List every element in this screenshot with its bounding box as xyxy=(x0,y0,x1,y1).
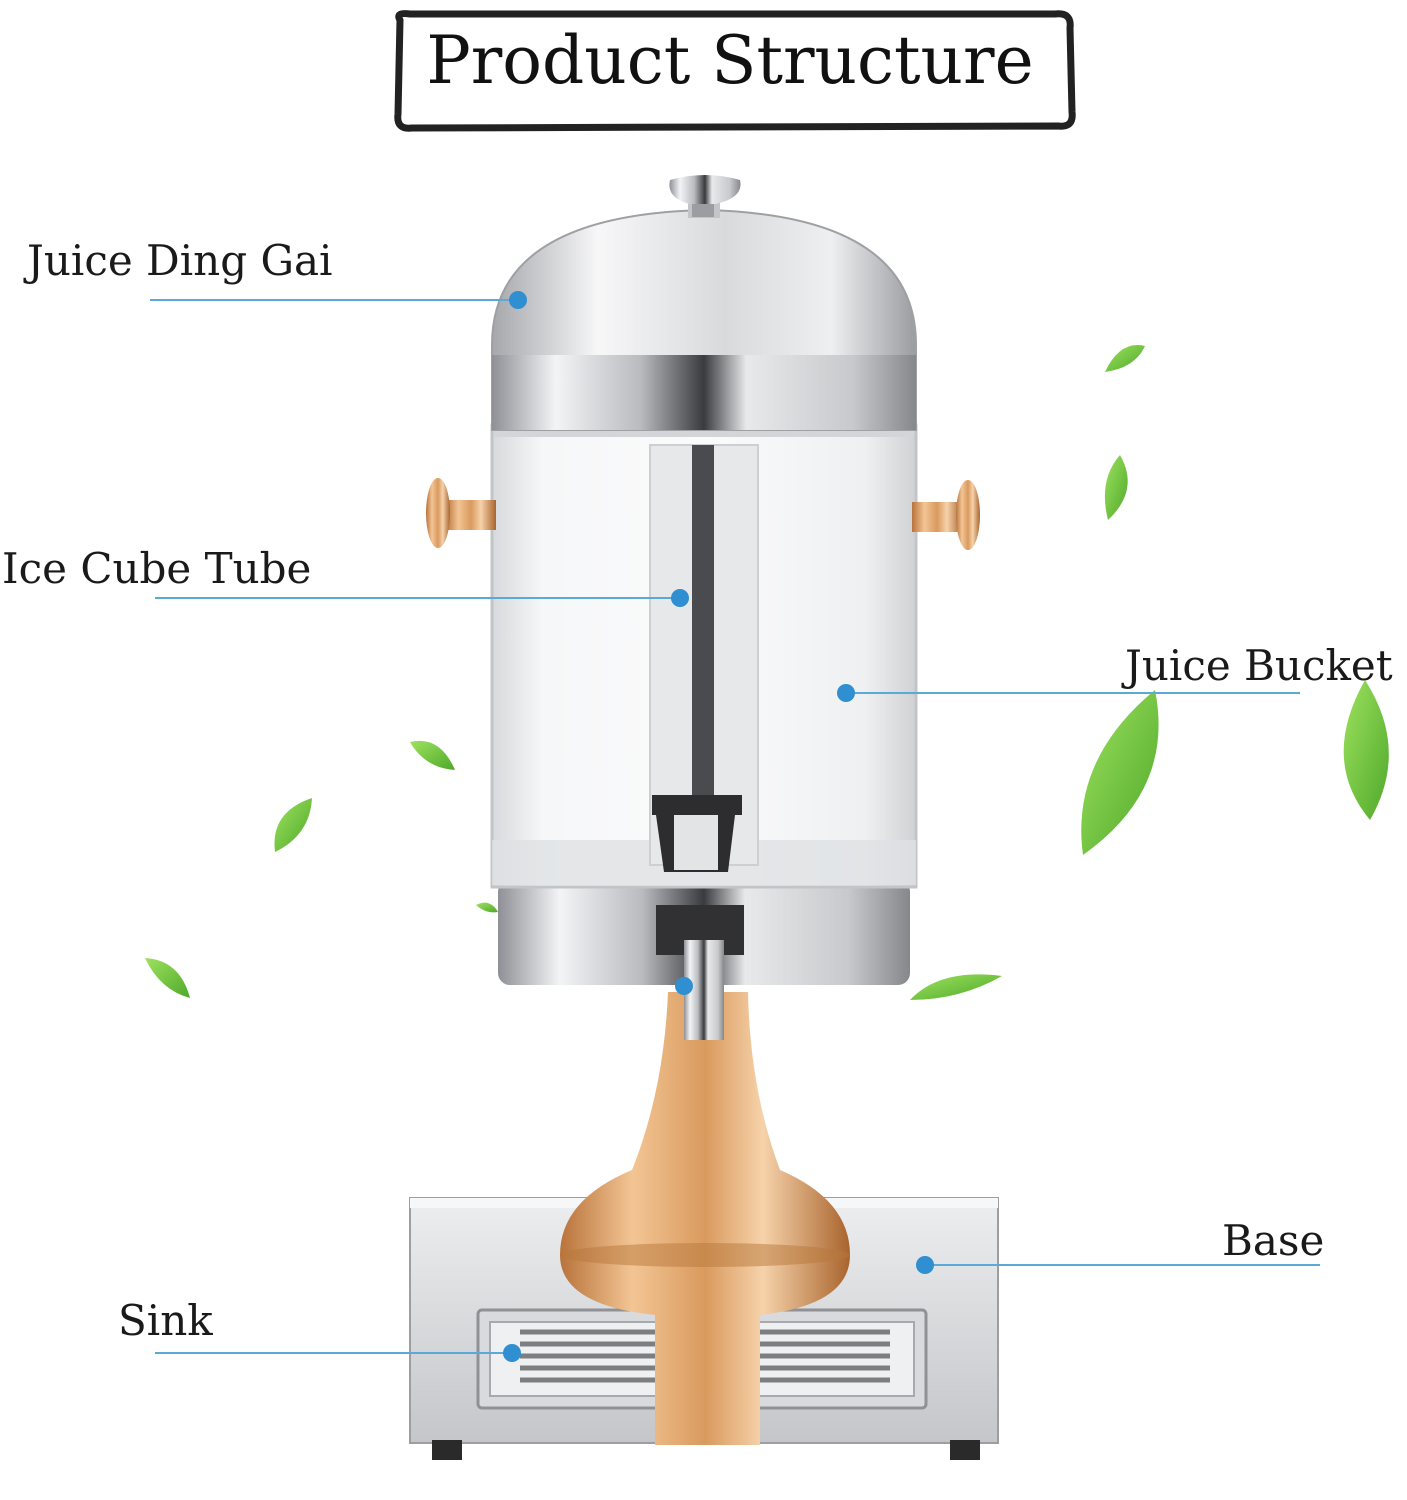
callout-dot-bucket xyxy=(837,684,855,702)
lid-dome xyxy=(491,175,917,431)
callout-dot-lid xyxy=(509,291,527,309)
page-title: Product Structure xyxy=(426,22,1034,99)
callout-dot-sink xyxy=(503,1344,521,1362)
leaf-icon xyxy=(410,740,455,770)
title-frame xyxy=(394,10,1076,132)
leaf-icon xyxy=(910,974,1002,1000)
leaf-icon xyxy=(145,958,190,998)
leaf-icon xyxy=(1343,680,1389,820)
leaf-icon xyxy=(1081,690,1159,855)
callout-label-ice-tube: Ice Cube Tube xyxy=(2,544,312,593)
callout-dot-base xyxy=(916,1256,934,1274)
leaf-icon xyxy=(476,902,498,913)
handles xyxy=(426,478,980,550)
title-banner: Product Structure xyxy=(0,0,1407,140)
leaf-icon xyxy=(1104,455,1128,520)
callout-lines xyxy=(150,299,1320,1354)
leaf-icon xyxy=(274,798,312,852)
pedestal xyxy=(560,992,850,1445)
callout-label-bucket: Juice Bucket xyxy=(1125,641,1393,690)
callout-label-lid: Juice Ding Gai xyxy=(27,236,333,285)
callout-label-sink: Sink xyxy=(118,1296,213,1345)
leaf-decorations xyxy=(145,345,1389,1000)
callout-dots xyxy=(503,291,934,1362)
callout-label-base: Base xyxy=(1222,1216,1325,1265)
callout-dot-ice-tube xyxy=(671,589,689,607)
leaf-icon xyxy=(1105,345,1145,372)
tap xyxy=(652,795,744,1040)
callout-dot-spout xyxy=(675,977,693,995)
